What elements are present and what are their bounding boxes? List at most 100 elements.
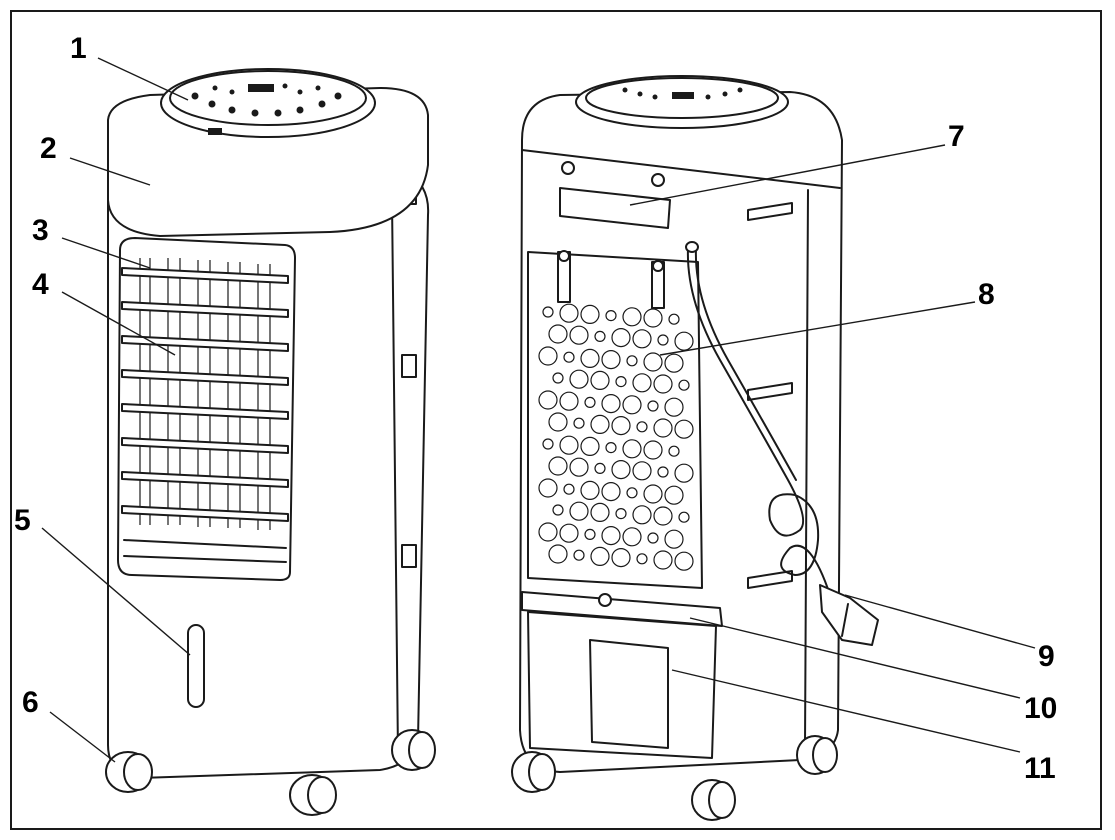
filter-hole — [569, 501, 589, 521]
callout-3: 3 — [32, 214, 49, 247]
filter-hole — [632, 329, 652, 349]
filter-hole — [657, 334, 669, 346]
filter-hole — [622, 527, 642, 547]
filter-hole — [559, 391, 579, 411]
filter-hole — [622, 439, 642, 459]
filter-hole — [580, 480, 600, 500]
callout-5: 5 — [14, 504, 31, 537]
filter-hole — [559, 435, 579, 455]
front-side-slot-2 — [401, 354, 417, 378]
callout-9: 9 — [1038, 640, 1055, 673]
filter-hole — [674, 419, 694, 439]
filter-hole — [636, 421, 648, 433]
rear-side-slot-1 — [747, 202, 793, 221]
filter-hole — [601, 394, 621, 414]
filter-hole — [626, 487, 638, 499]
filter-hole — [653, 550, 673, 570]
power-plug — [819, 584, 879, 646]
filter-hole — [632, 461, 652, 481]
leader-lines — [41, 57, 1036, 763]
front-view-unit — [105, 68, 436, 816]
filter-hole — [538, 346, 558, 366]
filter-hole — [552, 372, 564, 384]
filter-hole — [674, 551, 694, 571]
filter-hole — [573, 417, 585, 429]
front-louver-bottom — [123, 539, 287, 549]
filter-hole — [594, 462, 606, 474]
filter-hole — [615, 507, 627, 520]
callout-numbers: 1 2 3 4 5 6 7 8 9 10 11 — [14, 32, 1057, 785]
filter-hole — [664, 353, 684, 373]
filter-hole — [548, 324, 568, 344]
filter-hole — [664, 485, 684, 505]
filter-hole — [674, 331, 694, 351]
filter-hole — [632, 373, 652, 393]
rear-filter-holes — [538, 303, 694, 571]
filter-hole — [678, 511, 690, 523]
callout-11: 11 — [1024, 752, 1056, 785]
filter-hole — [626, 355, 638, 367]
filter-hole — [573, 549, 585, 561]
filter-hole — [647, 532, 659, 544]
rear-tank-float — [598, 593, 612, 607]
filter-hole — [664, 397, 684, 417]
front-louver-bottom-2 — [123, 555, 287, 563]
filter-hole — [653, 374, 673, 394]
filter-hole — [580, 304, 600, 324]
rear-side-slot-3 — [747, 570, 793, 589]
filter-hole — [563, 483, 575, 495]
filter-hole — [601, 525, 621, 546]
filter-hole — [563, 351, 575, 363]
front-wheels — [105, 729, 436, 816]
filter-hole — [569, 369, 589, 389]
rear-view-unit — [511, 75, 879, 821]
callout-10: 10 — [1024, 692, 1057, 725]
filter-hole — [636, 553, 648, 565]
rear-control-buttons — [622, 87, 743, 100]
filter-hole — [601, 482, 621, 502]
front-side-slot-3 — [401, 544, 417, 568]
front-horizontal-louvers — [121, 267, 289, 522]
filter-hole — [647, 400, 659, 412]
rear-screw-left — [561, 161, 575, 175]
filter-hole — [590, 414, 610, 434]
filter-hole — [657, 466, 669, 478]
filter-hole — [643, 440, 663, 460]
filter-hole — [548, 456, 568, 476]
filter-hole — [569, 325, 589, 345]
plug-pin — [841, 603, 849, 637]
filter-hole — [584, 396, 596, 408]
filter-hole — [668, 445, 680, 457]
filter-hole — [615, 376, 627, 388]
filter-hole — [643, 308, 663, 328]
filter-hole — [542, 438, 554, 450]
power-cord-entry — [685, 241, 699, 253]
power-cord — [686, 247, 831, 596]
filter-hole — [611, 416, 631, 436]
rear-tank-handle — [589, 639, 669, 749]
filter-hole — [674, 463, 694, 483]
filter-hole — [668, 313, 680, 325]
filter-hole — [548, 412, 568, 432]
front-control-disc — [169, 70, 367, 126]
filter-hole — [601, 350, 621, 370]
filter-hole — [664, 529, 684, 549]
rear-handle — [559, 187, 671, 229]
filter-hole — [611, 328, 631, 348]
front-control-buttons — [191, 83, 342, 135]
filter-hole — [605, 442, 617, 454]
filter-hole — [590, 370, 610, 390]
filter-hole — [538, 522, 558, 542]
filter-hole — [580, 348, 600, 368]
callout-2: 2 — [40, 132, 57, 165]
filter-hole — [611, 547, 631, 568]
filter-hole — [622, 307, 642, 327]
callout-6: 6 — [22, 686, 39, 719]
rear-filter-clips — [557, 250, 665, 309]
filter-hole — [569, 457, 589, 477]
callout-4: 4 — [32, 268, 49, 301]
filter-hole — [590, 546, 610, 567]
callout-7: 7 — [948, 120, 965, 153]
filter-hole — [643, 352, 663, 372]
filter-hole — [590, 502, 610, 523]
